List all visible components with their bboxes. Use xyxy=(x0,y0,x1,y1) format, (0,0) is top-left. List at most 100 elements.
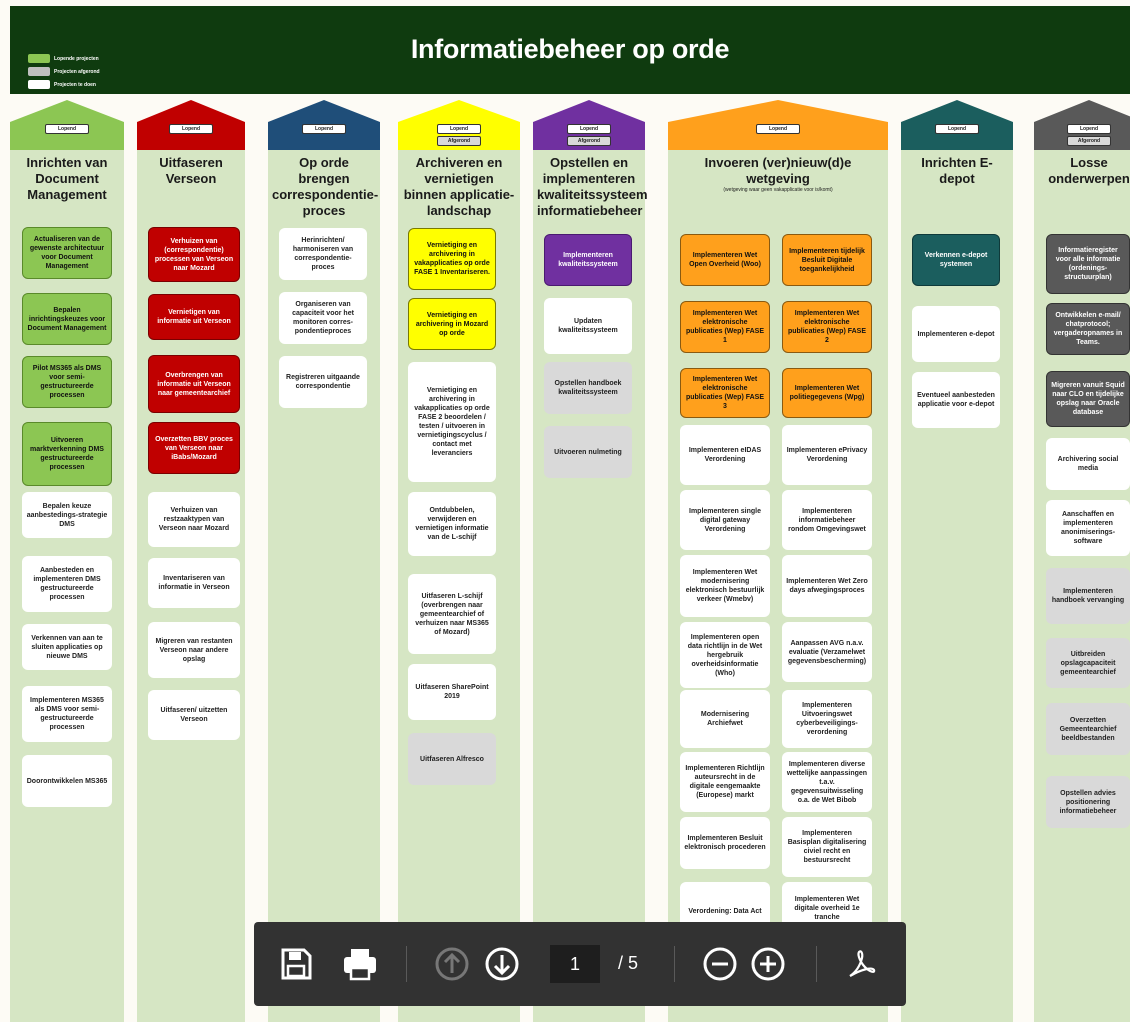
project-card: Implementeren single digital gateway Ver… xyxy=(680,490,770,550)
column-title-text: Inrichten E-depot xyxy=(921,155,993,186)
project-card: Bepalen keuze aanbestedings-strategie DM… xyxy=(22,492,112,538)
project-card: Uitvoeren marktverkenning DMS gestructur… xyxy=(22,422,112,486)
project-card: Implementeren Wet elektronische publicat… xyxy=(782,301,872,353)
project-card: Implementeren diverse wettelijke aanpass… xyxy=(782,752,872,812)
header-banner: Lopende projecten Projecten afgerond Pro… xyxy=(10,6,1130,94)
column-title-text: Inrichten van Document Management xyxy=(26,155,108,202)
project-card: Verhuizen van (correspondentie) processe… xyxy=(148,227,240,282)
project-card: Uitfaseren SharePoint 2019 xyxy=(408,664,496,720)
legend-swatch xyxy=(28,67,50,76)
project-card: Verkennen van aan te sluiten applicaties… xyxy=(22,624,112,670)
project-card: Implementeren tijdelijk Besluit Digitale… xyxy=(782,234,872,286)
project-card: Opstellen advies positionering informati… xyxy=(1046,776,1130,828)
project-card: Implementeren Wet Open Overheid (Woo) xyxy=(680,234,770,286)
column-title: Uitfaseren Verseon xyxy=(137,155,245,187)
project-card: Implementeren Basisplan digitalisering c… xyxy=(782,817,872,877)
project-card: Implementeren Wet Zero days afwegingspro… xyxy=(782,555,872,617)
status-badge-lopend: Lopend xyxy=(169,124,213,134)
legend-label: Projecten afgerond xyxy=(54,68,100,75)
print-icon[interactable] xyxy=(342,946,378,982)
project-card: Vernietiging en archivering in vakapplic… xyxy=(408,228,496,290)
column-title: Op orde brengen correspondentie-proces xyxy=(268,155,380,219)
project-card: Overzetten Gemeentearchief beeldbestande… xyxy=(1046,703,1130,755)
column-title-text: Archiveren en vernietigen binnen applica… xyxy=(403,155,515,218)
page-number-input[interactable]: 1 xyxy=(550,945,600,983)
project-card: Inventariseren van informatie in Verseon xyxy=(148,558,240,608)
save-icon[interactable] xyxy=(278,946,314,982)
project-card: Updaten kwaliteitssysteem xyxy=(544,298,632,354)
status-badge-lopend: Lopend xyxy=(935,124,979,134)
project-card: Doorontwikkelen MS365 xyxy=(22,755,112,807)
column-title-text: Uitfaseren Verseon xyxy=(159,155,223,186)
toolbar-separator xyxy=(816,946,817,982)
project-card: Implementeren Wet elektronische publicat… xyxy=(680,368,770,418)
column-title: Inrichten E-depot xyxy=(901,155,1013,187)
project-card: Uitbreiden opslagcapaciteit gemeentearch… xyxy=(1046,638,1130,688)
project-card: Ontwikkelen e-mail/ chatprotocol; vergad… xyxy=(1046,303,1130,355)
project-card: Implementeren open data richtlijn in de … xyxy=(680,622,770,688)
project-card: Vernietigen van informatie uit Verseon xyxy=(148,294,240,340)
column-title: Inrichten van Document Management xyxy=(10,155,124,203)
project-card: Verhuizen van restzaaktypen van Verseon … xyxy=(148,492,240,547)
status-badge-lopend: Lopend xyxy=(756,124,800,134)
project-card: Overzetten BBV proces van Verseon naar i… xyxy=(148,422,240,474)
column-body xyxy=(533,147,645,1022)
project-card: Implementeren ePrivacy Verordening xyxy=(782,425,872,485)
project-card: Implementeren Wet elektronische publicat… xyxy=(680,301,770,353)
zoom-in-icon[interactable] xyxy=(750,946,786,982)
status-badge-afgerond: Afgerond xyxy=(567,136,611,146)
project-card: Implementeren Besluit elektronisch proce… xyxy=(680,817,770,869)
project-card: Archivering social media xyxy=(1046,438,1130,490)
project-card: Informatieregister voor alle informatie … xyxy=(1046,234,1130,294)
project-card: Implementeren eIDAS Verordening xyxy=(680,425,770,485)
column-title-text: Opstellen en implementeren kwaliteitssys… xyxy=(537,155,648,218)
arrow-down-circle-icon[interactable] xyxy=(484,946,520,982)
status-badge-lopend: Lopend xyxy=(437,124,481,134)
column-title-text: Op orde brengen correspondentie-proces xyxy=(272,155,379,218)
column-title: Invoeren (ver)nieuw(d)e wetgeving(wetgev… xyxy=(668,155,888,194)
column-subtitle: (wetgeving waar geen vakapplicatie voor … xyxy=(723,187,833,193)
column-title: Opstellen en implementeren kwaliteitssys… xyxy=(533,155,648,219)
project-card: Implementeren MS365 als DMS voor semi-ge… xyxy=(22,686,112,742)
pdf-toolbar: 1 / 5 xyxy=(254,922,906,1006)
project-card: Aanpassen AVG n.a.v. evaluatie (Verzamel… xyxy=(782,622,872,682)
project-card: Verkennen e-depot systemen xyxy=(912,234,1000,286)
project-card: Bepalen inrichtingskeuzes voor Document … xyxy=(22,293,112,345)
project-card: Organiseren van capaciteit voor het moni… xyxy=(279,292,367,344)
project-card: Overbrengen van informatie uit Verseon n… xyxy=(148,355,240,413)
arrow-up-circle-icon[interactable] xyxy=(434,946,470,982)
status-badge-lopend: Lopend xyxy=(302,124,346,134)
column-title: Losse onderwerpen xyxy=(1034,155,1130,187)
project-card: Aanschaffen en implementeren anonimiseri… xyxy=(1046,500,1130,556)
column-title-text: Losse onderwerpen xyxy=(1048,155,1130,186)
project-card: Implementeren Wet politiegegevens (Wpg) xyxy=(782,368,872,418)
status-badge-lopend: Lopend xyxy=(1067,124,1111,134)
project-card: Pilot MS365 als DMS voor semi-gestructur… xyxy=(22,356,112,408)
project-card: Implementeren Richtlijn auteursrecht in … xyxy=(680,752,770,812)
project-card: Aanbesteden en implementeren DMS gestruc… xyxy=(22,556,112,612)
project-card: Implementeren Wet modernisering elektron… xyxy=(680,555,770,617)
project-card: Migreren vanuit Squid naar CLO en tijdel… xyxy=(1046,371,1130,427)
project-card: Implementeren kwaliteitssysteem xyxy=(544,234,632,286)
project-card: Vernietiging en archivering in vakapplic… xyxy=(408,362,496,482)
project-card: Vernietiging en archivering in Mozard op… xyxy=(408,298,496,350)
project-card: Herinrichten/ harmoniseren van correspon… xyxy=(279,228,367,280)
project-card: Implementeren e-depot xyxy=(912,306,1000,362)
project-card: Migreren van restanten Verseon naar ande… xyxy=(148,622,240,678)
project-card: Uitvoeren nulmeting xyxy=(544,426,632,478)
project-card: Implementeren handboek vervanging xyxy=(1046,568,1130,624)
legend-swatch xyxy=(28,80,50,89)
column-body xyxy=(901,147,1013,1022)
project-card: Ontdubbelen, verwijderen en vernietigen … xyxy=(408,492,496,556)
zoom-out-icon[interactable] xyxy=(702,946,738,982)
project-card: Actualiseren van de gewenste architectuu… xyxy=(22,227,112,279)
project-card: Modernisering Archiefwet xyxy=(680,690,770,748)
project-card: Uitfaseren Alfresco xyxy=(408,733,496,785)
project-card: Uitfaseren L-schijf (overbrengen naar ge… xyxy=(408,574,496,654)
status-badge-lopend: Lopend xyxy=(45,124,89,134)
toolbar-separator xyxy=(406,946,407,982)
pdf-icon[interactable] xyxy=(844,946,880,982)
legend-item-afgerond: Projecten afgerond xyxy=(28,67,100,76)
